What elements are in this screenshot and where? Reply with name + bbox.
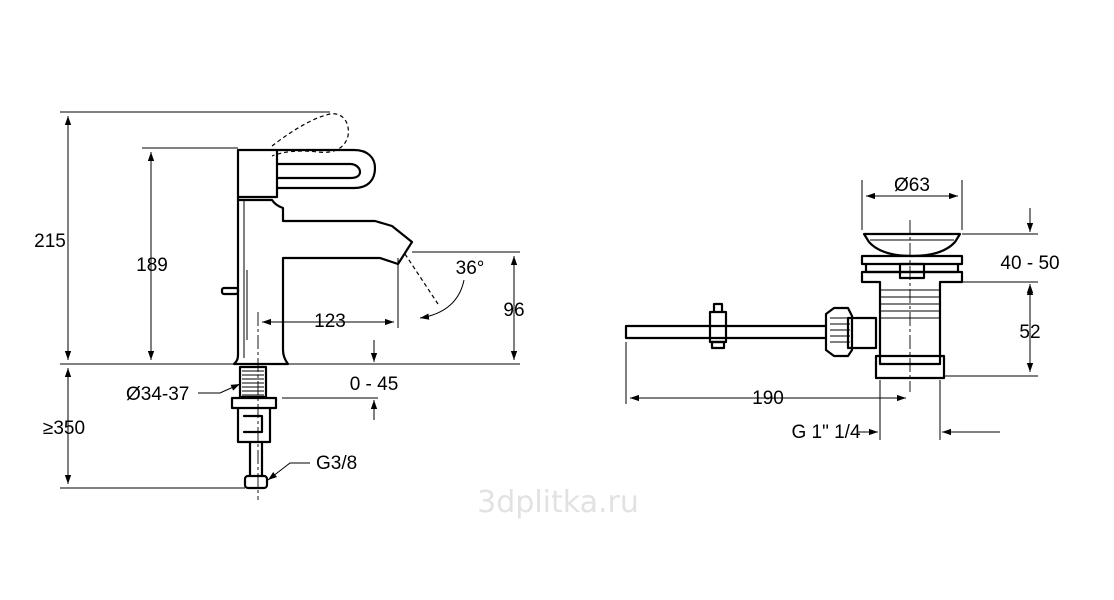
- drain-drawing: [624, 220, 964, 392]
- dim-connection-leader: [267, 462, 310, 481]
- dim-rod-length-label: 190: [752, 388, 784, 409]
- dim-96-label: 96: [503, 300, 524, 321]
- dim-215-label: 215: [34, 231, 66, 252]
- dim-height-range-label: 40 - 50: [1000, 253, 1059, 274]
- dim-deck-label: 0 - 45: [350, 374, 399, 395]
- drain-rod-clip: [708, 302, 728, 344]
- drain-knurled-nut: [824, 306, 854, 358]
- hose-nut: [243, 474, 269, 490]
- dim-body-height-label: 52: [1019, 322, 1040, 343]
- dim-angle-label: 36°: [456, 258, 485, 279]
- faucet-lever: [275, 148, 377, 190]
- dim-connection-label: G3/8: [316, 453, 357, 474]
- drain-cap: [862, 232, 962, 258]
- drain-body: [860, 270, 964, 366]
- dim-189-label: 189: [136, 255, 168, 276]
- supply-hose: [248, 440, 264, 478]
- outlet-axis: [404, 253, 439, 305]
- dim-hole-label: Ø34-37: [126, 384, 189, 405]
- dim-123-label: 123: [314, 311, 346, 332]
- drain-nut-ribs: [830, 317, 850, 343]
- faucet-drawing: [220, 113, 439, 490]
- faucet-shading: [243, 200, 248, 358]
- faucet-cap: [236, 148, 279, 199]
- stud-thread: [242, 370, 264, 396]
- dim-angle-arc: [419, 279, 465, 320]
- mounting-nut: [230, 396, 278, 444]
- handle-open-outline: [271, 113, 349, 157]
- drain-tailpiece: [874, 354, 946, 380]
- drain-side-connector: [846, 316, 878, 350]
- drain-clip-screw: [710, 340, 726, 350]
- dim-thread-label: G 1" 1/4: [791, 422, 860, 443]
- dim-diameter-label: Ø63: [894, 175, 930, 196]
- dim-hole-leader: [198, 383, 241, 394]
- drain-extension-lines: [625, 180, 1038, 440]
- dim-350-label: ≥350: [43, 418, 85, 439]
- watermark-text: 3dplitka.ru: [477, 485, 639, 520]
- faucet-extension-lines: [60, 111, 520, 489]
- faucet-side-pin: [220, 286, 240, 296]
- faucet-body: [232, 195, 414, 366]
